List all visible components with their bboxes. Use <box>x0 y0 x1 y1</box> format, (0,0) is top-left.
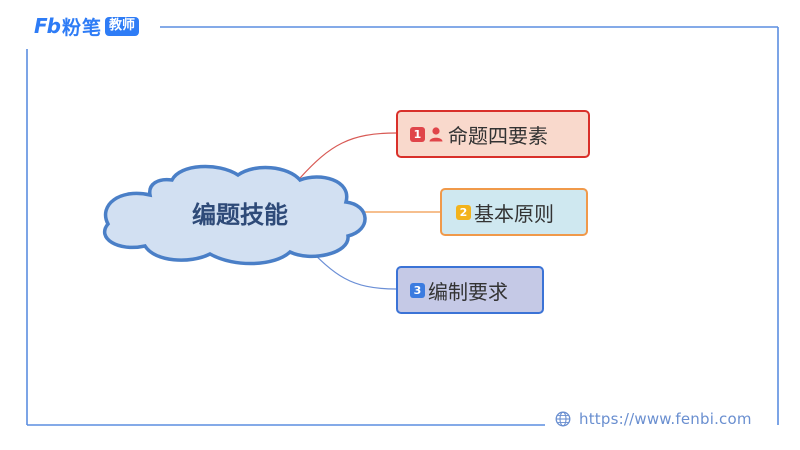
number-badge-1: 1 <box>410 126 425 142</box>
logo-badge: 教师 <box>105 16 140 36</box>
footer-url[interactable]: https://www.fenbi.com <box>555 410 752 428</box>
number-badge-2: 2 <box>456 204 471 220</box>
branch-node-1: 1 命题四要素 <box>396 110 590 158</box>
branch-label-3: 编制要求 <box>428 279 508 304</box>
branch-node-2: 2 基本原则 <box>440 188 588 236</box>
footer-url-text[interactable]: https://www.fenbi.com <box>579 410 752 428</box>
branch-node-3: 3 编制要求 <box>396 266 544 314</box>
logo-mark: Fb <box>34 14 61 38</box>
central-node-label: 编题技能 <box>192 201 288 229</box>
connector-1 <box>299 132 397 179</box>
logo-name: 粉笔 <box>61 16 102 39</box>
number-badge-3: 3 <box>410 282 425 298</box>
branch-label-2: 基本原则 <box>474 201 554 226</box>
globe-icon <box>555 411 571 427</box>
central-cloud <box>102 164 367 266</box>
fenbi-logo: Fb 粉笔 教师 <box>34 14 140 39</box>
person-icon <box>429 127 443 142</box>
branch-label-1: 命题四要素 <box>448 123 548 148</box>
